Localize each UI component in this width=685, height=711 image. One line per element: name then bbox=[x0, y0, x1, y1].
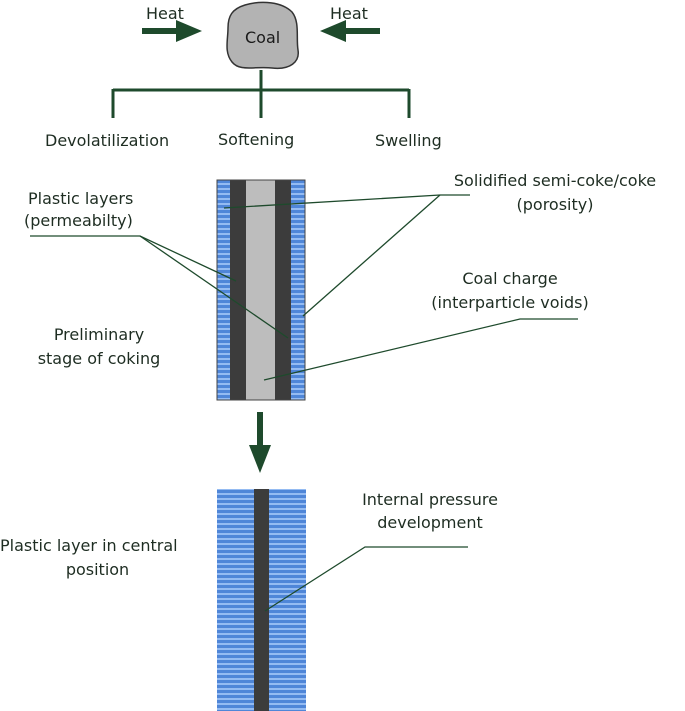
coal-charge-core bbox=[246, 180, 275, 400]
preliminary-label: Preliminary bbox=[53, 325, 145, 344]
internal-pressure-label: Internal pressure bbox=[362, 490, 498, 509]
outer-layer-right-lower bbox=[269, 489, 306, 711]
plastic-layers-sub-label: (permeabilty) bbox=[24, 211, 133, 230]
coal-charge-label: Coal charge bbox=[462, 269, 558, 288]
plastic-layer-right bbox=[275, 180, 291, 400]
softening-label: Softening bbox=[218, 130, 295, 149]
branch-connector bbox=[111, 70, 411, 118]
outer-layer-left-lower bbox=[217, 489, 254, 711]
central-column bbox=[217, 489, 306, 711]
down-arrow bbox=[249, 412, 271, 473]
heat-arrow-right bbox=[320, 20, 380, 42]
preliminary-column bbox=[216, 179, 306, 401]
solidified-label: Solidified semi-coke/coke bbox=[453, 171, 657, 190]
swelling-label: Swelling bbox=[375, 131, 442, 150]
preliminary-sub-label: stage of coking bbox=[37, 349, 161, 368]
coal-charge-sub-label: (interparticle voids) bbox=[431, 293, 589, 312]
outer-layer-left bbox=[217, 180, 230, 400]
central-position-sub-label: position bbox=[65, 560, 130, 579]
coal-lump bbox=[226, 1, 299, 70]
plastic-layers-label: Plastic layers bbox=[28, 189, 134, 208]
heat-label-right: Heat bbox=[330, 4, 368, 23]
heat-label-left: Heat bbox=[146, 4, 184, 23]
heat-arrow-left bbox=[142, 20, 202, 42]
internal-pressure-sub-label: development bbox=[377, 513, 483, 532]
central-plastic-layer bbox=[254, 489, 269, 711]
leader-lines bbox=[30, 194, 578, 612]
plastic-layer-left bbox=[230, 180, 246, 400]
devolatilization-label: Devolatilization bbox=[45, 131, 170, 150]
solidified-sub-label: (porosity) bbox=[516, 195, 594, 214]
central-position-label: Plastic layer in central bbox=[0, 536, 178, 555]
coal-label: Coal bbox=[245, 28, 281, 47]
outer-layer-right bbox=[291, 180, 305, 400]
